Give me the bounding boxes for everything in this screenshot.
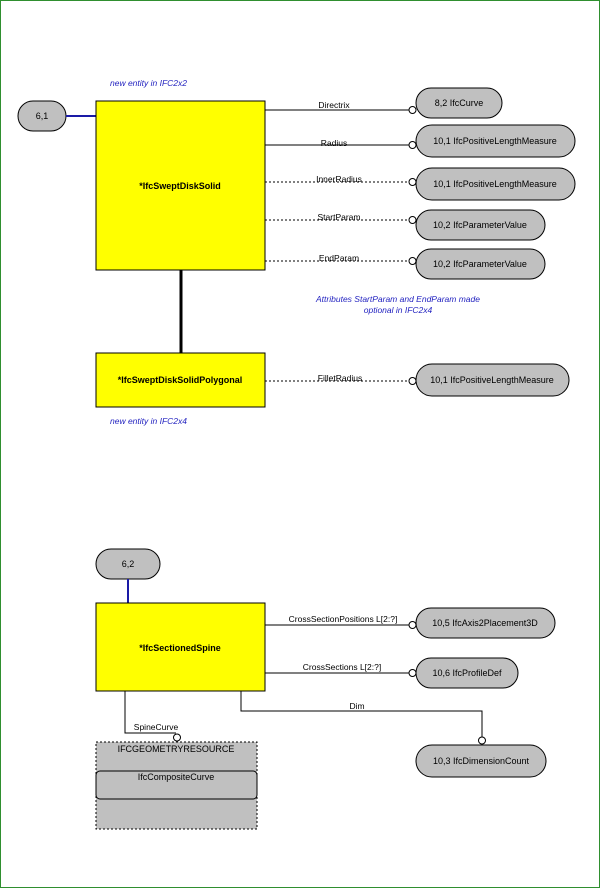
page-ref-6-1-label: 6,1: [36, 111, 49, 121]
relation-cross-sections-end: [408, 669, 417, 677]
relation-cross-section-positions-end: [408, 621, 417, 629]
relation-fillet-radius-end: [408, 377, 417, 385]
schema-reference-title: IFCGEOMETRYRESOURCE: [118, 744, 235, 754]
type-ifc-positive-length-measure-1-label: 10,1 IfcPositiveLengthMeasure: [433, 136, 557, 146]
relation-start-param-end: [408, 216, 417, 224]
relation-dim-line: [240, 691, 483, 737]
note-optional-line2: optional in IFC2x4: [364, 305, 433, 315]
type-ifc-axis2-placement-3d[interactable]: [415, 607, 556, 639]
entity-ifc-sectioned-spine-label: *IfcSectionedSpine: [139, 643, 221, 653]
type-ifc-positive-length-measure-3[interactable]: [415, 363, 570, 397]
type-ifc-positive-length-measure-2-label: 10,1 IfcPositiveLengthMeasure: [433, 179, 557, 189]
note-optional-line1: Attributes StartParam and EndParam made: [315, 294, 480, 304]
schema-item-ifc-composite-curve[interactable]: [95, 770, 258, 800]
type-ifc-parameter-value-1-label: 10,2 IfcParameterValue: [433, 220, 527, 230]
type-ifc-profile-def-label: 10,6 IfcProfileDef: [432, 668, 502, 678]
note-new-entity-ifc2x2: new entity in IFC2x2: [110, 78, 187, 88]
relation-end-param-end: [408, 257, 417, 265]
entity-ifc-swept-disk-solid-polygonal-label: *IfcSweptDiskSolidPolygonal: [118, 375, 243, 385]
entity-ifc-sectioned-spine[interactable]: [95, 602, 266, 692]
attr-end-param: EndParam: [319, 253, 359, 263]
attr-inner-radius: InnerRadius: [316, 174, 362, 184]
attr-start-param: StartParam: [318, 212, 361, 222]
type-ifc-dimension-count[interactable]: [415, 744, 547, 778]
type-ifc-positive-length-measure-1[interactable]: [415, 124, 576, 158]
type-ifc-positive-length-measure-3-label: 10,1 IfcPositiveLengthMeasure: [430, 375, 554, 385]
relation-spine-curve-end: [173, 733, 181, 742]
entity-ifc-swept-disk-solid-label: *IfcSweptDiskSolid: [139, 181, 221, 191]
type-ifc-dimension-count-label: 10,3 IfcDimensionCount: [433, 756, 530, 766]
attr-directrix: Directrix: [318, 100, 350, 110]
type-ifc-parameter-value-1[interactable]: [415, 209, 546, 241]
type-ifc-curve[interactable]: [415, 87, 503, 119]
type-ifc-parameter-value-2-label: 10,2 IfcParameterValue: [433, 259, 527, 269]
attr-dim: Dim: [349, 701, 364, 711]
attr-spine-curve: SpineCurve: [134, 722, 179, 732]
attr-cross-section-positions: CrossSectionPositions L[2:?]: [289, 614, 398, 624]
type-ifc-positive-length-measure-2[interactable]: [415, 167, 576, 201]
relation-inner-radius-end: [408, 178, 417, 186]
entity-ifc-swept-disk-solid-polygonal[interactable]: [95, 352, 266, 408]
relation-directrix-end: [408, 106, 417, 114]
schema-item-ifc-composite-curve-label: IfcCompositeCurve: [138, 772, 215, 782]
attr-radius: Radius: [321, 138, 347, 148]
type-ifc-axis2-placement-3d-label: 10,5 IfcAxis2Placement3D: [432, 618, 538, 628]
type-ifc-profile-def[interactable]: [415, 657, 519, 689]
attr-cross-sections: CrossSections L[2:?]: [303, 662, 381, 672]
type-ifc-parameter-value-2[interactable]: [415, 248, 546, 280]
relation-radius-end: [408, 141, 417, 149]
type-ifc-curve-label: 8,2 IfcCurve: [435, 98, 484, 108]
page-ref-6-2-label: 6,2: [122, 559, 135, 569]
relation-dim-end: [478, 736, 486, 745]
relation-spine-curve-line: [124, 691, 176, 734]
note-new-entity-ifc2x4: new entity in IFC2x4: [110, 416, 187, 426]
attr-fillet-radius: FilletRadius: [318, 373, 362, 383]
